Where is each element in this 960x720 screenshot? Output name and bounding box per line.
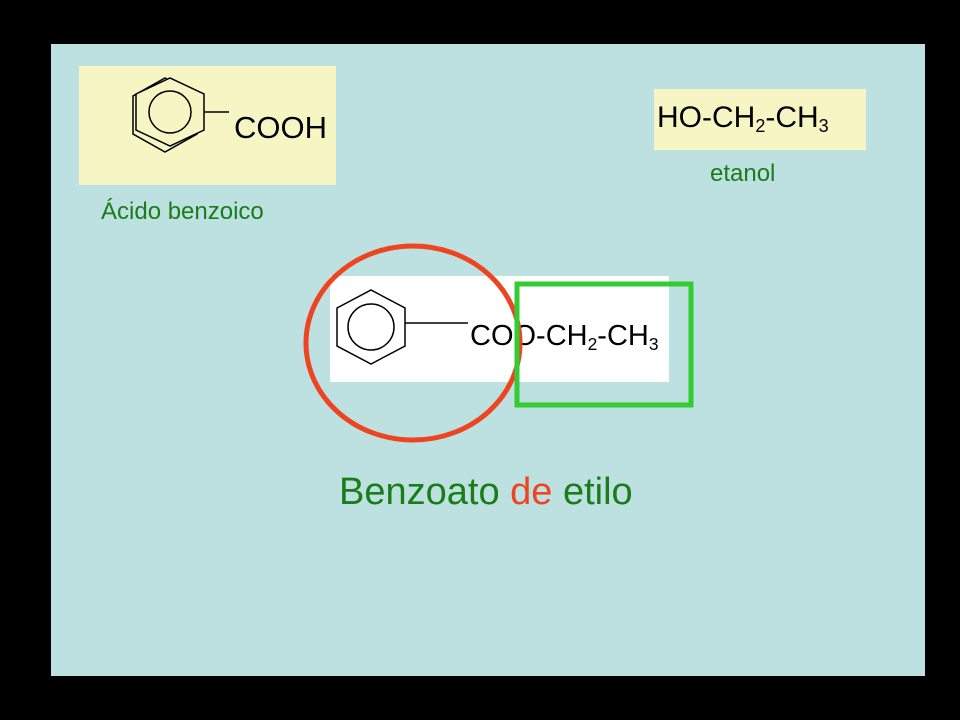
ethanol-subscript-2: 2 bbox=[755, 116, 766, 137]
ethanol-caption: etanol bbox=[710, 160, 776, 187]
alcohol-part-rectangle bbox=[514, 281, 694, 408]
ester-part-ch: -CH bbox=[597, 320, 649, 352]
ethanol-structure bbox=[654, 89, 866, 150]
ester-structure bbox=[330, 276, 669, 382]
ester-ring bbox=[336, 289, 468, 365]
ethanol-part-ch: -CH bbox=[765, 101, 819, 134]
product-name-word-de: de bbox=[510, 471, 553, 513]
benzoic-acid-caption: Ácido benzoico bbox=[101, 198, 264, 225]
ethanol-formula: HO-CH2-CH3 bbox=[657, 101, 829, 137]
product-name: Benzoato de etilo bbox=[339, 473, 633, 511]
benzoic-acid-structure bbox=[79, 66, 336, 185]
ethanol-part-ho: HO-CH bbox=[657, 101, 756, 134]
ester-subscript-2: 2 bbox=[587, 333, 598, 354]
carboxyl-group-label: COOH bbox=[234, 110, 327, 145]
product-name-word-benzoato: Benzoato bbox=[339, 471, 500, 513]
ethanol-subscript-3: 3 bbox=[818, 116, 829, 137]
product-name-word-etilo: etilo bbox=[562, 471, 633, 513]
ester-formula: COO-CH2-CH3 bbox=[470, 320, 659, 354]
ester-subscript-3: 3 bbox=[648, 333, 659, 354]
benzene-ring-icon bbox=[336, 289, 406, 365]
benzoic-acid-ring bbox=[135, 77, 229, 147]
ester-part-coo: COO-CH bbox=[470, 320, 588, 352]
acid-part-circle bbox=[303, 243, 523, 443]
